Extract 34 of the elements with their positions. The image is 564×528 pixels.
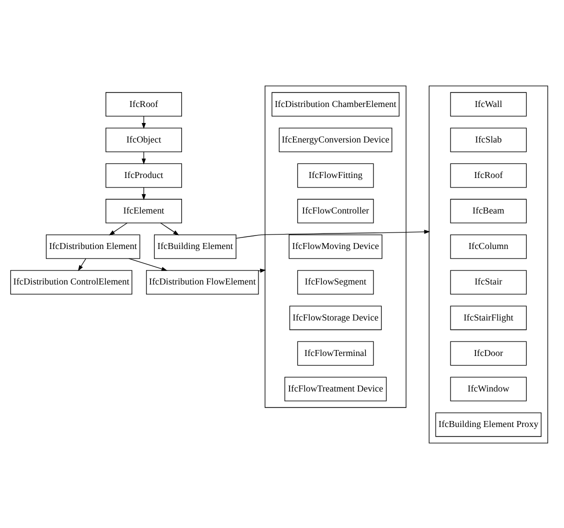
node-box: IfcColumn [450, 234, 527, 258]
node-box: IfcProduct [106, 162, 182, 188]
node-box: IfcBuilding Element Proxy [435, 412, 542, 436]
node-box: IfcSlab [450, 127, 527, 152]
node-box: IfcFlowController [297, 198, 374, 223]
node-box: IfcDistribution ChamberElement [272, 92, 400, 116]
node-box: IfcObject [106, 127, 182, 152]
cluster [428, 85, 548, 443]
arrow [160, 222, 180, 235]
node-box: IfcDistribution ControlElement [10, 270, 132, 294]
node-box: IfcDistribution Element [46, 234, 140, 258]
node-box: IfcDoor [450, 340, 527, 366]
arrow [236, 229, 430, 238]
node-box: IfcFlowMoving Device [288, 234, 382, 258]
node-box: IfcRoof [450, 162, 527, 188]
node-box: IfcRoof [106, 92, 182, 116]
node-box: IfcWindow [450, 376, 527, 401]
cluster [264, 85, 406, 408]
node-box: IfcFlowTreatment Device [284, 376, 387, 401]
node-box: IfcStairFlight [450, 305, 527, 330]
node-box: IfcFlowTerminal [297, 340, 374, 366]
node-box: IfcElement [106, 198, 182, 223]
arrow [78, 258, 86, 271]
node-box: IfcFlowFitting [297, 162, 374, 188]
node-box: IfcWall [450, 92, 527, 116]
arrow [128, 258, 168, 270]
node-box: IfcStair [450, 270, 527, 294]
node-box: IfcDistribution FlowElement [146, 270, 259, 294]
node-box: IfcBeam [450, 198, 527, 223]
node-box: IfcFlowStorage Device [289, 305, 382, 330]
arrow [108, 222, 128, 235]
node-box: IfcBuilding Element [154, 234, 236, 258]
node-box: IfcFlowSegment [297, 270, 374, 294]
node-box: IfcEnergyConversion Device [278, 127, 392, 152]
